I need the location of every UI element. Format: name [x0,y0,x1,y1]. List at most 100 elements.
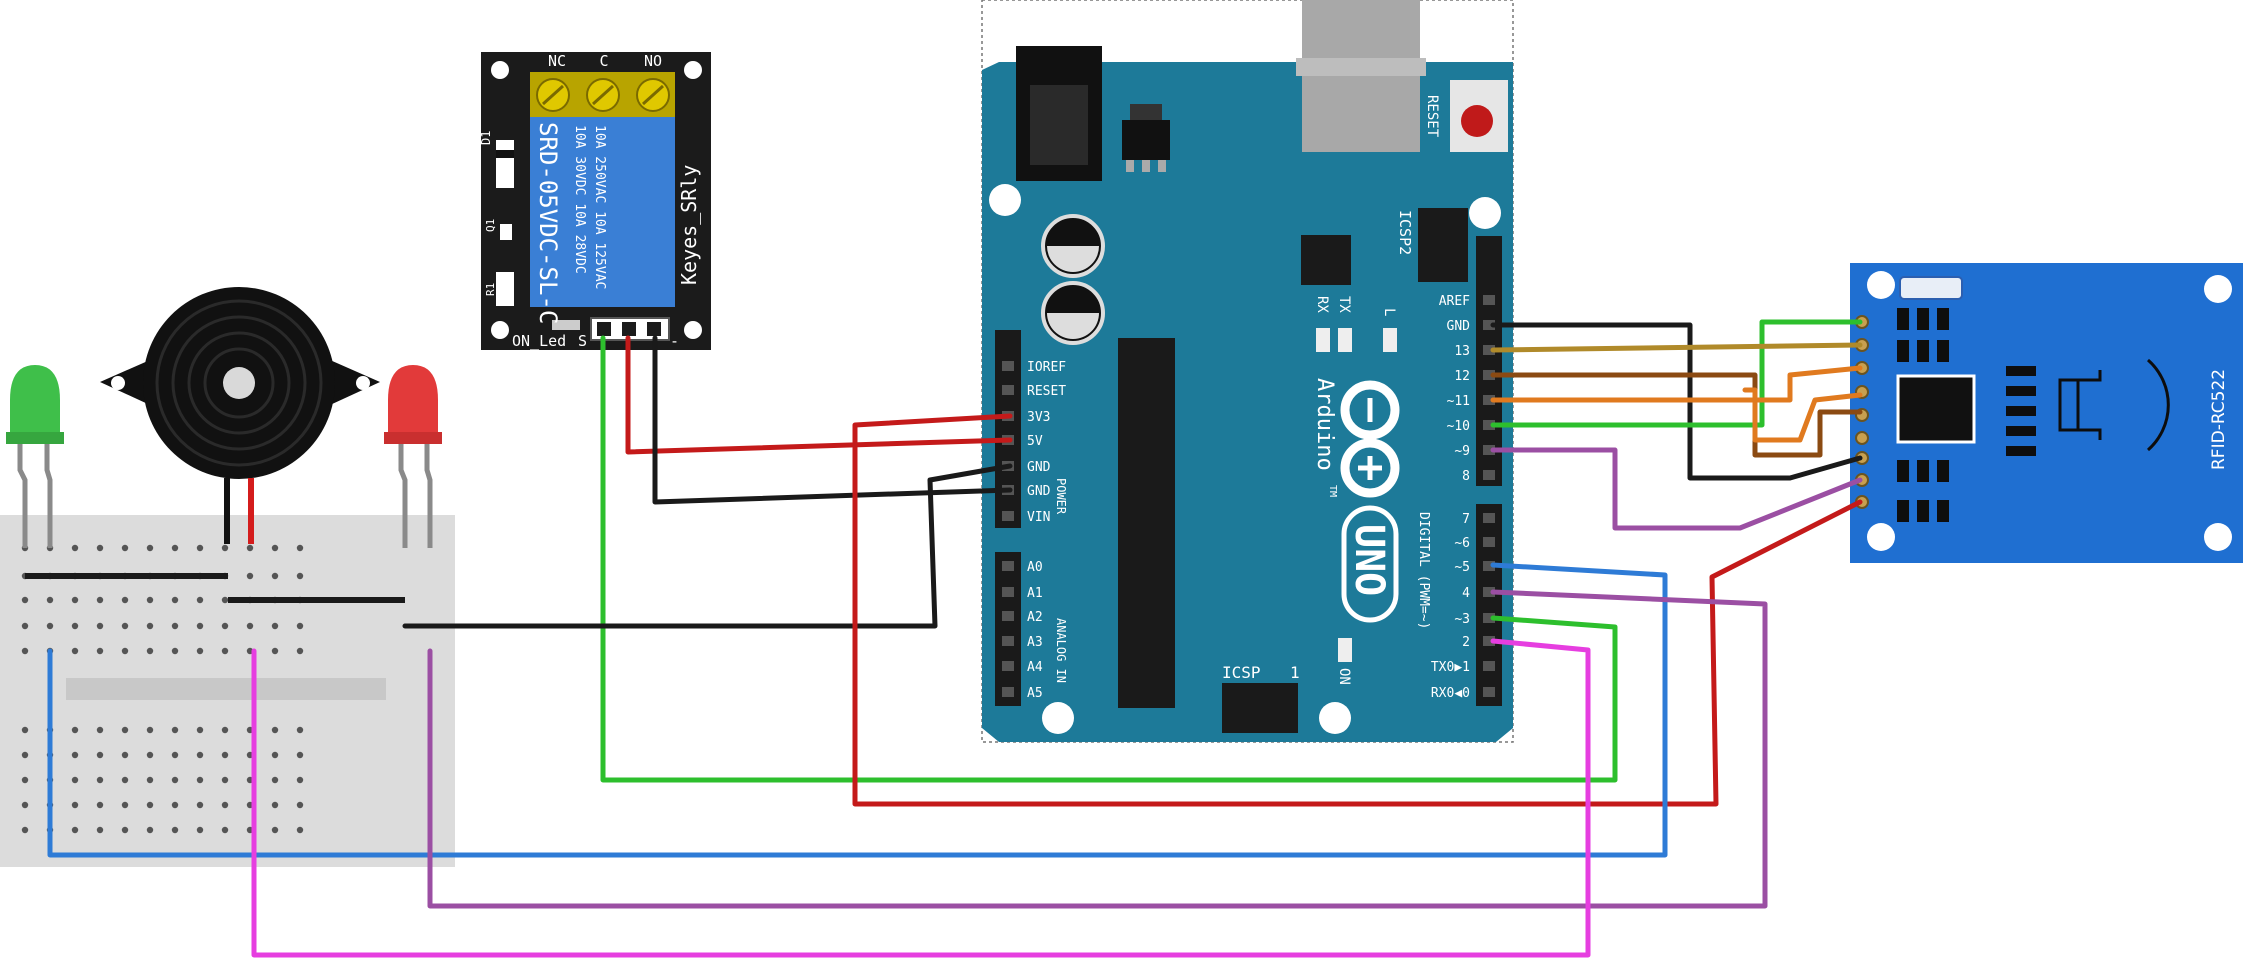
breadboard-hole [171,622,179,630]
rfid-antenna-icon [2058,358,2170,452]
on-label: ON [1336,668,1352,685]
breadboard-hole [121,596,129,604]
breadboard-hole [296,726,304,734]
header-pin [1483,470,1495,480]
breadboard-hole [221,776,229,784]
breadboard-hole [146,647,154,655]
rfid-pin [1855,431,1869,445]
digital-pin-label: RX0◀0 [1431,686,1470,701]
digital-pin-label: 7 [1462,512,1470,527]
header-pin [1483,613,1495,623]
breadboard-hole [246,572,254,580]
breadboard-hole [121,622,129,630]
wire-red-led [427,589,1768,909]
breadboard-hole [71,647,79,655]
digital-pin-label: 12 [1454,369,1470,384]
breadboard-hole [71,544,79,552]
header-pin [1002,611,1014,621]
rfid-module [1850,263,2243,563]
breadboard-hole [271,751,279,759]
digital-pin-label: GND [1447,319,1471,334]
breadboard-hole [96,826,104,834]
header-pin [1002,636,1014,646]
power-pin-label: VIN [1027,510,1050,525]
relay-pin-minus: - [670,332,679,350]
digital-pin-label: AREF [1439,294,1470,309]
breadboard-hole [146,801,154,809]
relay-q1-label: Q1 [484,219,497,232]
breadboard-hole [21,751,29,759]
arduino-model: UNO [1346,524,1392,596]
tx-label: TX [1336,296,1352,313]
wire-rfid-gnd [1490,322,1863,481]
breadboard [0,515,455,867]
breadboard-hole [146,826,154,834]
breadboard-hole [196,726,204,734]
digital-pin-label: ~3 [1454,612,1470,627]
breadboard-hole [221,726,229,734]
wire-rfid-miso [1490,372,1863,458]
breadboard-hole [146,622,154,630]
header-pin [1002,511,1014,521]
breadboard-hole [221,647,229,655]
breadboard-hole [171,751,179,759]
digital-pin-label: ~5 [1454,560,1470,575]
digital-pin-label: ~10 [1447,419,1470,434]
wire-relay-gnd [652,335,1013,505]
wires [47,319,1863,958]
breadboard-hole [21,801,29,809]
breadboard-hole [121,751,129,759]
breadboard-hole [296,776,304,784]
power-pin-label: RESET [1027,384,1066,399]
header-pin [1483,537,1495,547]
breadboard-hole [121,647,129,655]
header-pin [1002,661,1014,671]
breadboard-hole [21,622,29,630]
wire-breadboard-gnd [402,463,1013,629]
analog-label: ANALOG IN [1054,618,1068,683]
icsp2-label: ICSP2 [1396,210,1414,255]
header-pin [1483,395,1495,405]
breadboard-hole [196,801,204,809]
wire-relay-signal [600,335,1618,783]
breadboard-hole [296,572,304,580]
breadboard-hole [96,726,104,734]
breadboard-hole [246,622,254,630]
power-label: POWER [1054,478,1068,515]
breadboard-hole [171,647,179,655]
breadboard-hole [171,544,179,552]
rx-label: RX [1314,296,1330,313]
breadboard-hole [296,622,304,630]
header-pin [1483,345,1495,355]
breadboard-hole [71,751,79,759]
breadboard-hole [196,544,204,552]
digital-pin-label: 8 [1462,469,1470,484]
breadboard-hole [96,647,104,655]
breadboard-hole [171,826,179,834]
relay-terminal-c: C [599,52,608,70]
relay-coil-icon [530,117,675,307]
digital-pin-label: ~11 [1447,394,1470,409]
relay-spec-2: 10A 30VDC 10A 28VDC [572,125,587,274]
breadboard-hole [171,801,179,809]
relay-model: SRD-05VDC-SL-C [534,122,562,324]
breadboard-hole [271,544,279,552]
breadboard-hole [96,622,104,630]
relay-spec-1: 10A 250VAC 10A 125VAC [592,125,607,289]
breadboard-hole [221,622,229,630]
header-pin [1002,687,1014,697]
relay-led-label: ON_Led [512,332,566,350]
breadboard-hole [71,826,79,834]
breadboard-hole [196,596,204,604]
l-label: L [1381,308,1397,316]
wire-relay-vcc [625,335,1013,455]
header-pin [1483,661,1495,671]
breadboard-hole [171,776,179,784]
digital-pin-label: 2 [1462,635,1470,650]
breadboard-hole [146,726,154,734]
breadboard-hole [121,826,129,834]
breadboard-hole [21,826,29,834]
power-pin-label: 3V3 [1027,410,1050,425]
breadboard-hole [171,596,179,604]
breadboard-hole [271,572,279,580]
